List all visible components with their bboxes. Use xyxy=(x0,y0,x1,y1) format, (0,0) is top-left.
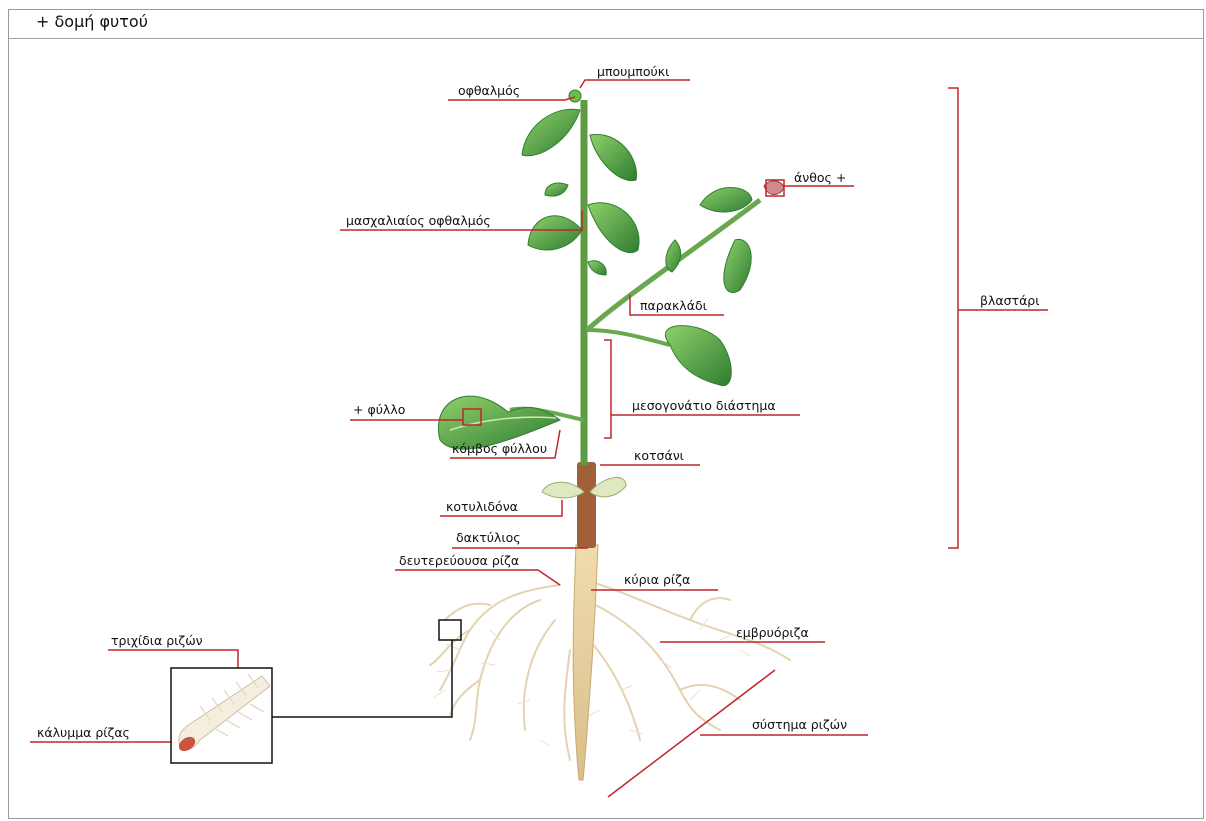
label-internode: μεσογονάτιο διάστημα xyxy=(632,398,776,413)
diagram-frame xyxy=(8,9,1204,819)
leader-axillary-bud xyxy=(340,210,583,231)
label-leaf-node: κόμβος φύλλου xyxy=(452,441,547,456)
label-petiole: κοτσάνι xyxy=(634,448,684,463)
title-bar xyxy=(8,9,1204,39)
leaf-marker xyxy=(462,408,482,426)
leaf-branch-1 xyxy=(699,187,753,213)
label-eye: οφθαλμός xyxy=(458,83,520,98)
page-title: + δομή φυτού xyxy=(36,12,148,31)
label-secondary-root: δευτερεύουσα ρίζα xyxy=(399,553,519,568)
plant-illustration xyxy=(429,89,791,781)
label-root-system: σύστημα ριζών xyxy=(752,717,847,732)
leaf-upper-right xyxy=(589,134,637,182)
leader-secondary-root xyxy=(395,569,561,586)
leader-bud xyxy=(579,79,690,89)
leaf-branch-3 xyxy=(665,239,682,273)
leader-lines xyxy=(30,79,1048,798)
flower-marker xyxy=(765,179,785,197)
leaf-branch-2 xyxy=(723,238,752,293)
cotyledon-right xyxy=(589,477,627,498)
label-cotyledon: κοτυλιδόνα xyxy=(446,499,518,514)
leader-cotyledon xyxy=(440,500,563,517)
magnifier-connector xyxy=(272,640,453,718)
lateral-roots xyxy=(429,579,791,761)
side-branch-stem xyxy=(585,197,762,332)
label-axillary-bud: μασχαλιαίος οφθαλμός xyxy=(346,213,491,228)
label-shoot: βλαστάρι xyxy=(980,293,1039,308)
root-tip-small-box xyxy=(438,619,462,641)
label-ring: δακτύλιος xyxy=(456,530,521,545)
root-system-bracket xyxy=(607,669,868,798)
label-main-root: κύρια ρίζα xyxy=(624,572,690,587)
leaf-right-mid xyxy=(664,325,732,386)
label-flower: άνθος + xyxy=(794,170,846,185)
leader-eye xyxy=(448,96,576,101)
main-root-shape xyxy=(572,544,599,781)
leaf-mid-left xyxy=(527,215,583,251)
leader-leaf-node xyxy=(450,429,561,459)
hypocotyl-shape xyxy=(577,462,596,548)
labels: μπουμπούκι οφθαλμός άνθος + μασχαλιαίος … xyxy=(37,64,1039,740)
leader-side-branch xyxy=(629,295,724,316)
label-root-cap: κάλυμμα ρίζας xyxy=(37,725,130,740)
label-bud: μπουμπούκι xyxy=(597,64,669,79)
label-embryo-root: εμβρυόριζα xyxy=(736,625,809,640)
flower-shape xyxy=(763,180,785,195)
shoot-bracket xyxy=(948,87,1048,549)
bud-shape xyxy=(568,89,582,103)
label-root-hairs: τριχίδια ριζών xyxy=(111,633,203,648)
internode-bracket xyxy=(604,339,800,439)
leaf-mid-right xyxy=(587,202,640,254)
label-leaf: + φύλλο xyxy=(353,402,405,417)
root-hairs-fine xyxy=(432,617,751,747)
cotyledon-left xyxy=(541,481,585,499)
root-cap-shape xyxy=(178,736,196,752)
label-side-branch: παρακλάδι xyxy=(640,298,707,313)
root-tip-magnifier xyxy=(170,619,462,764)
leaf-small-top xyxy=(544,182,569,197)
leaf-upper-left xyxy=(521,108,581,157)
